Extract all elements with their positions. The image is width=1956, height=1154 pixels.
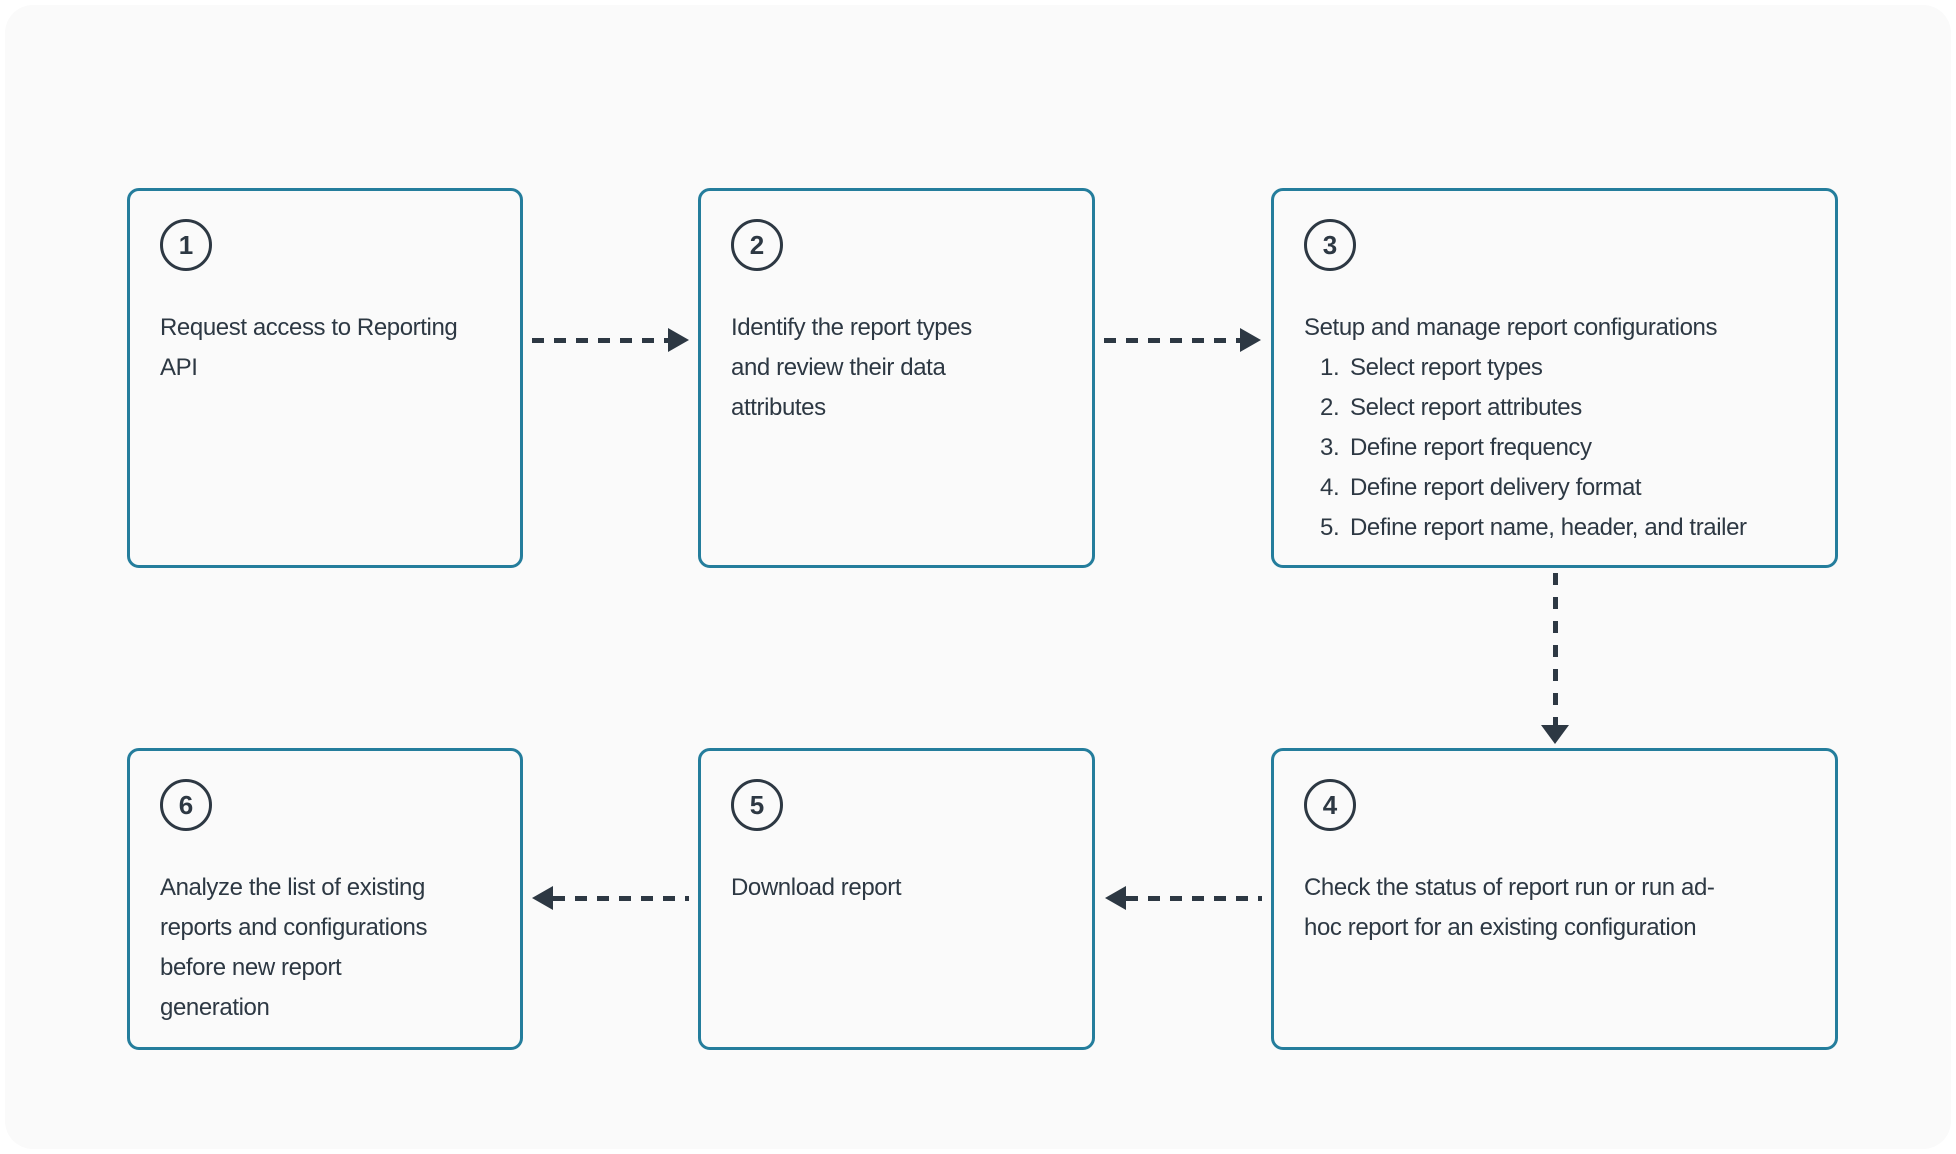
step-description: Check the status of report run or run ad… (1304, 874, 1715, 941)
arrowhead-down-icon (1541, 725, 1569, 744)
dashed-line (532, 337, 668, 343)
step-box-5: 5 Download report (698, 748, 1095, 1050)
sublist-marker: 4. (1320, 474, 1340, 501)
sublist-text: Select report attributes (1350, 394, 1582, 421)
step-description: Setup and manage report configurations (1304, 314, 1718, 341)
sublist-marker: 2. (1320, 394, 1340, 421)
step-description: Request access to Reporting API (160, 314, 458, 381)
sublist-marker: 5. (1320, 514, 1340, 541)
diagram-panel: 1 Request access to Reporting API 2 Iden… (5, 5, 1951, 1149)
step-number: 2 (749, 229, 765, 260)
sublist-item: 5. Define report name, header, and trail… (1320, 508, 1807, 548)
sublist-marker: 1. (1320, 354, 1340, 381)
arrowhead-right-icon (1240, 328, 1261, 352)
sublist-item: 4. Define report delivery format (1320, 468, 1807, 508)
sublist-text: Define report frequency (1350, 434, 1592, 461)
arrow-step5-to-step6 (532, 886, 689, 910)
step-number-badge: 3 (1304, 219, 1356, 271)
step-number-badge: 5 (731, 779, 783, 831)
step-box-6: 6 Analyze the list of existing reports a… (127, 748, 523, 1050)
step-number: 3 (1322, 229, 1338, 260)
step-description: Download report (731, 874, 902, 901)
dashed-line (1552, 573, 1558, 725)
step-number: 4 (1322, 789, 1338, 820)
arrow-step2-to-step3 (1104, 328, 1261, 352)
sublist-text: Select report types (1350, 354, 1543, 381)
arrowhead-right-icon (668, 328, 689, 352)
arrow-step1-to-step2 (532, 328, 689, 352)
step-number: 1 (178, 229, 194, 260)
step-number-badge: 6 (160, 779, 212, 831)
step-description: Identify the report types and review the… (731, 314, 972, 421)
step-description: Analyze the list of existing reports and… (160, 874, 428, 1021)
step-box-4: 4 Check the status of report run or run … (1271, 748, 1838, 1050)
sublist-text: Define report delivery format (1350, 474, 1642, 501)
arrowhead-left-icon (1105, 886, 1126, 910)
sublist-item: 3. Define report frequency (1320, 428, 1807, 468)
step-box-2: 2 Identify the report types and review t… (698, 188, 1095, 568)
sublist-marker: 3. (1320, 434, 1340, 461)
step-number: 6 (178, 789, 194, 820)
sublist-item: 2. Select report attributes (1320, 388, 1807, 428)
dashed-line (553, 895, 689, 901)
arrowhead-left-icon (532, 886, 553, 910)
step-number-badge: 4 (1304, 779, 1356, 831)
sublist-text: Define report name, header, and trailer (1350, 514, 1747, 541)
dashed-line (1126, 895, 1262, 901)
step-box-3: 3 Setup and manage report configurations… (1271, 188, 1838, 568)
step-box-1: 1 Request access to Reporting API (127, 188, 523, 568)
step-number: 5 (749, 789, 765, 820)
arrow-step3-to-step4 (1541, 573, 1569, 744)
sublist-item: 1. Select report types (1320, 348, 1807, 388)
dashed-line (1104, 337, 1240, 343)
step-sublist: 1. Select report types 2. Select report … (1320, 348, 1807, 548)
arrow-step4-to-step5 (1105, 886, 1262, 910)
step-number-badge: 2 (731, 219, 783, 271)
step-number-badge: 1 (160, 219, 212, 271)
